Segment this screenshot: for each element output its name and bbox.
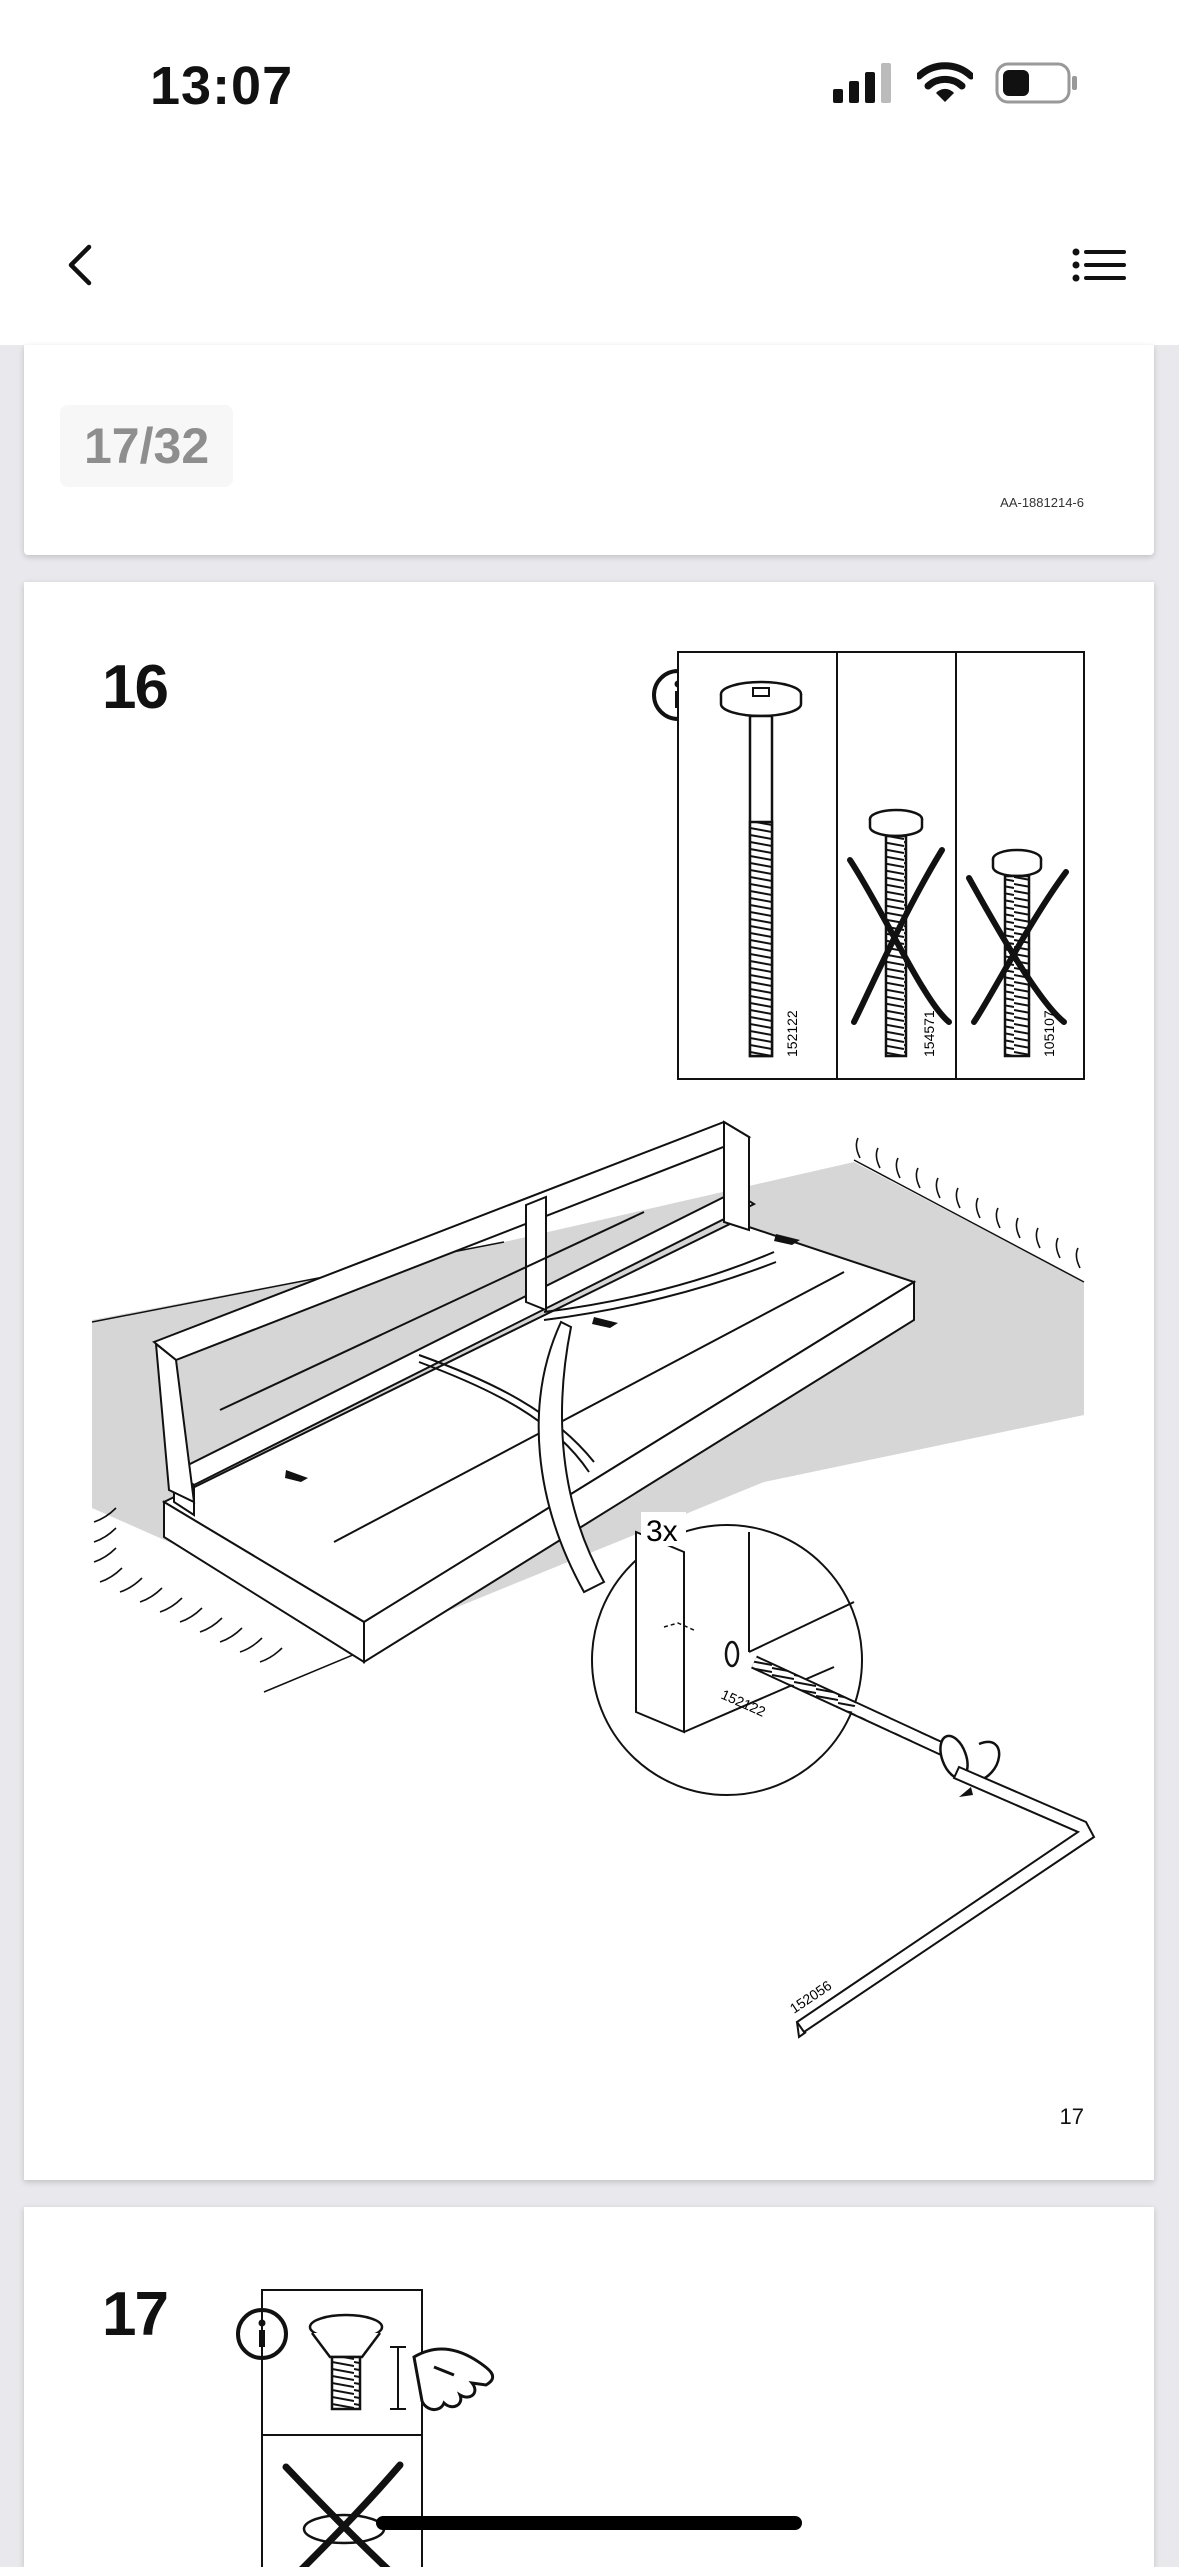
screw-part-label: 152122: [784, 1010, 800, 1057]
next-step-illustration: [236, 2289, 495, 2567]
status-icons: [833, 62, 1079, 104]
table-of-contents-button[interactable]: [1059, 230, 1139, 300]
screw-part-label: 105107: [1041, 1010, 1057, 1057]
wifi-icon: [917, 62, 973, 102]
cellular-signal-icon: [833, 63, 891, 103]
home-indicator[interactable]: [376, 2516, 802, 2530]
battery-icon: [995, 62, 1077, 104]
screw-wrong-1: [847, 808, 952, 1058]
screw-correct: [719, 680, 803, 1058]
nav-bar: [0, 170, 1179, 345]
instruction-page-previous[interactable]: 17/32 AA-1881214-6: [24, 345, 1154, 555]
status-time: 13:07: [150, 56, 294, 116]
quantity-label: 3x: [646, 1515, 678, 1548]
article-id: AA-1881214-6: [1000, 495, 1084, 510]
screw-part-label: 154571: [921, 1010, 937, 1057]
instruction-page-next[interactable]: 17: [24, 2207, 1154, 2567]
step-number: 16: [102, 653, 169, 722]
callout-pointer: [537, 1320, 606, 1594]
step-number: 17: [102, 2280, 169, 2349]
instruction-page-current[interactable]: 16: [24, 582, 1154, 2180]
chevron-left-icon: [68, 244, 92, 286]
list-icon: [1072, 248, 1126, 282]
page-counter: 17/32: [60, 405, 234, 487]
screw-wrong-2: [966, 848, 1069, 1058]
back-button[interactable]: [50, 225, 110, 305]
page-number: 17: [1059, 2104, 1084, 2129]
insert-arrow: [285, 1234, 800, 1482]
short-screw: [308, 2313, 406, 2411]
assembly-illustration: 152122 154571 105107: [91, 651, 1096, 2039]
detail-magnifier: [591, 1524, 863, 1796]
hand-measure-icon: [412, 2347, 495, 2411]
status-bar: 13:07: [0, 0, 1179, 170]
allen-key: [795, 1765, 1096, 2039]
